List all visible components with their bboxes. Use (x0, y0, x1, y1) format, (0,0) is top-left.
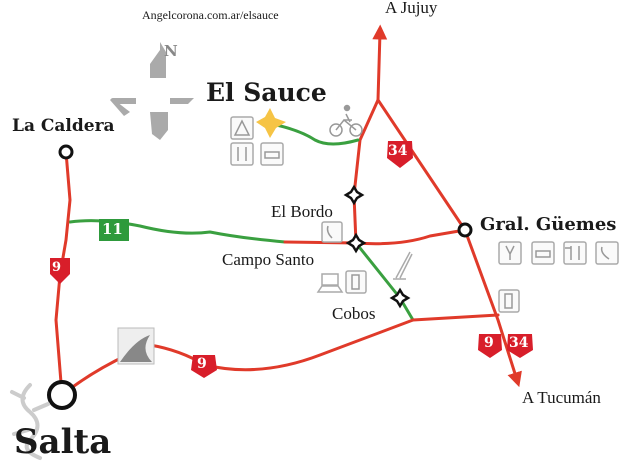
restaurant-icon (563, 241, 587, 265)
road-north (372, 24, 388, 102)
compass-icon (110, 42, 194, 140)
hotel-icon (260, 142, 284, 166)
route-11-label: 11 (102, 220, 123, 238)
route-9-label: 9 (484, 335, 494, 351)
phone-icon (321, 221, 343, 243)
site-credit: Angelcorona.com.ar/elsauce (142, 8, 279, 22)
route-9-label: 9 (197, 356, 207, 372)
cobos-marker (389, 287, 411, 309)
salta-marker (47, 380, 77, 410)
road-9 (60, 313, 500, 397)
road-el-sauce (270, 122, 360, 146)
town-el-sauce: El Sauce (206, 78, 327, 107)
road-la-caldera (54, 150, 72, 397)
town-salta: Salta (14, 422, 112, 462)
oil-pump-icon (393, 251, 413, 280)
restaurant-icon (230, 142, 254, 166)
road-11-paved (283, 228, 467, 246)
town-campo-santo: Campo Santo (222, 250, 315, 269)
route-34-label: 34 (388, 143, 408, 159)
fuel-icon (498, 289, 520, 313)
phone-icon (595, 241, 619, 265)
route-34-shield-east (507, 334, 533, 358)
laptop-icon (316, 273, 344, 293)
compass-north-letter: N (164, 42, 178, 60)
guemes-marker (457, 222, 473, 238)
direction-south-label: A Tucumán (522, 388, 601, 407)
bicycle-icon (329, 104, 363, 137)
road-el-sauce-branch (352, 98, 380, 245)
route-9-label: 9 (52, 260, 62, 275)
mountain-icon (117, 327, 155, 365)
lizard-icon (10, 383, 50, 460)
el-sauce-star-icon (256, 108, 286, 138)
el-bordo-marker (343, 184, 365, 206)
town-el-bordo: El Bordo (271, 202, 333, 221)
route-34-shield-north (387, 141, 413, 168)
direction-north-label: A Jujuy (385, 0, 438, 17)
la-caldera-marker (58, 144, 74, 160)
hotel-icon (531, 241, 555, 265)
route-34-label: 34 (509, 335, 529, 351)
town-la-caldera: La Caldera (12, 116, 115, 136)
campo-santo-marker (345, 232, 367, 254)
town-gral-guemes: Gral. Güemes (480, 214, 617, 235)
town-cobos: Cobos (332, 304, 376, 323)
route-9-shield-north (50, 258, 70, 284)
route-11-shield (99, 219, 129, 241)
route-9-shield-south (191, 355, 217, 378)
route-9-shield-east (478, 334, 502, 358)
fuel-icon (345, 270, 367, 294)
